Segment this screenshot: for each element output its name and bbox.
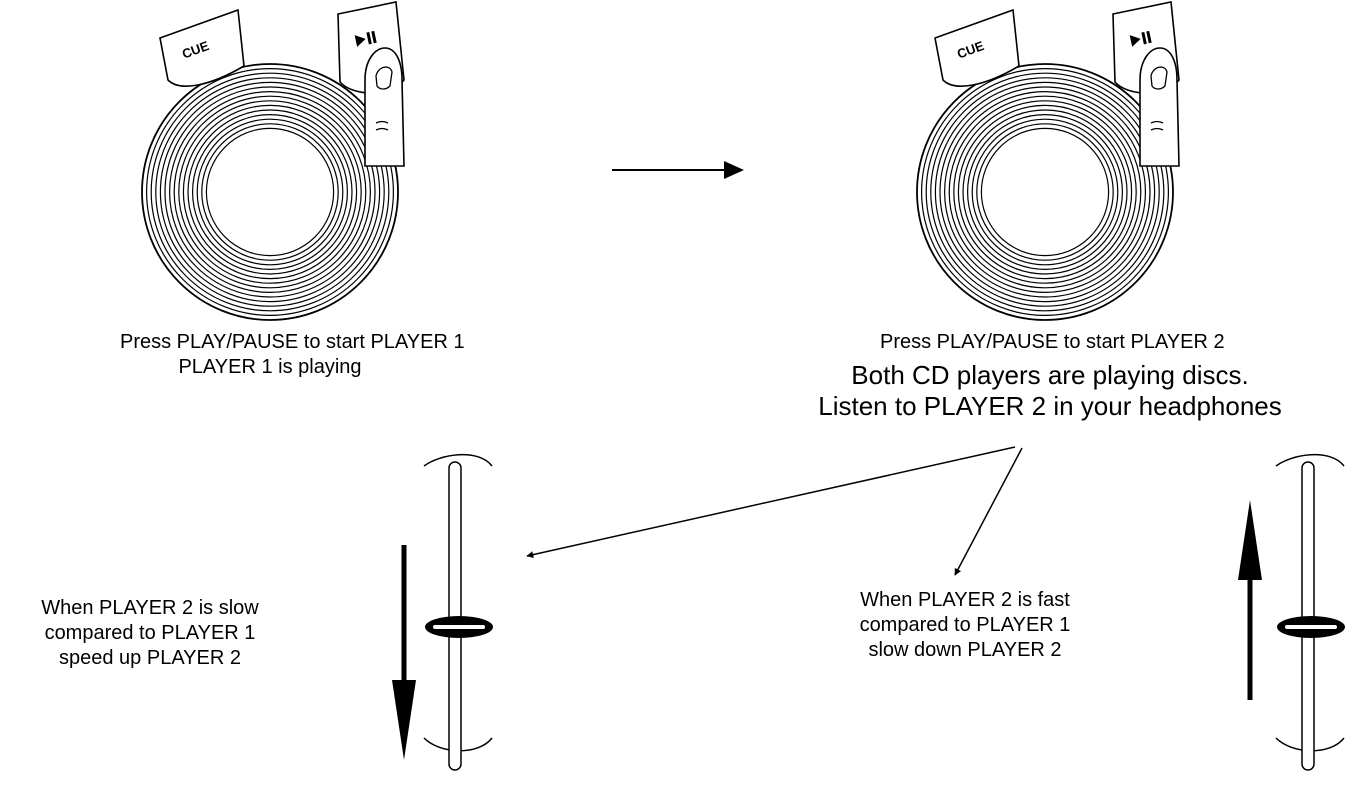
disc-groove (150, 72, 390, 312)
disc-groove (962, 109, 1128, 275)
disc-groove (192, 113, 349, 271)
arrow-down-head (392, 680, 416, 760)
disc-groove (159, 81, 381, 303)
disc-groove (934, 81, 1156, 303)
disc-groove (916, 63, 1174, 321)
pointer-arrow-to-fader-1 (526, 446, 1016, 559)
status-line1: Both CD players are playing discs. (851, 360, 1249, 390)
disc-groove (967, 113, 1124, 271)
disc-groove (939, 86, 1151, 298)
disc-groove (146, 67, 395, 317)
disc-groove (155, 77, 385, 307)
disc-groove (925, 72, 1165, 312)
cd-disc-icon (141, 63, 399, 321)
disc-groove (921, 67, 1170, 317)
disc-groove (930, 77, 1160, 307)
player2-caption-line1: Press PLAY/PAUSE to start PLAYER 2 (880, 331, 1225, 353)
slow-note-line1: When PLAYER 2 is slow (41, 597, 259, 619)
disc-groove (944, 90, 1147, 294)
player1-group: CUE (141, 1, 405, 321)
disc-groove (201, 123, 339, 261)
disc-groove (953, 100, 1137, 284)
disc-groove (164, 86, 376, 298)
slow-note-line2: compared to PLAYER 1 (44, 621, 256, 644)
arrow-right-head (724, 161, 744, 179)
arrow-up-head (1238, 500, 1262, 580)
player1-caption-line1: Press PLAY/PAUSE to start PLAYER 1 (120, 331, 465, 353)
fast-note: When PLAYER 2 is fast compared to PLAYER… (815, 588, 1115, 662)
pitch-fader-icon[interactable] (1275, 454, 1345, 771)
status-line2: Listen to PLAYER 2 in your headphones (818, 391, 1282, 422)
disc-groove (980, 127, 1110, 257)
disc-groove (971, 118, 1119, 266)
disc-groove (141, 63, 399, 321)
fast-note-line2: compared to PLAYER 1 (859, 613, 1071, 636)
disc-groove (196, 118, 344, 266)
cue-button-icon[interactable]: CUE (159, 8, 245, 87)
slow-note: When PLAYER 2 is slow compared to PLAYER… (0, 596, 300, 670)
fast-note-line3: slow down PLAYER 2 (868, 638, 1062, 661)
disc-groove (205, 127, 335, 257)
disc-groove (948, 95, 1142, 289)
slow-note-line3: speed up PLAYER 2 (59, 646, 241, 669)
disc-groove (182, 104, 358, 280)
fast-note-line1: When PLAYER 2 is fast (860, 589, 1070, 611)
disc-groove (957, 104, 1133, 280)
disc-groove (173, 95, 367, 289)
disc-groove (976, 123, 1114, 261)
pointer-arrow-to-fast-note (954, 447, 1023, 576)
player1-caption-line2: PLAYER 1 is playing (178, 355, 362, 378)
player2-caption: Press PLAY/PAUSE to start PLAYER 2 (880, 330, 1225, 355)
player1-caption: Press PLAY/PAUSE to start PLAYER 1 PLAYE… (120, 330, 465, 380)
pitch-fader-icon[interactable] (423, 454, 493, 771)
finger-icon (364, 47, 405, 167)
disc-groove (187, 109, 353, 275)
cd-disc-icon (916, 63, 1174, 321)
player2-group: CUE (916, 1, 1180, 321)
disc-groove (169, 90, 372, 294)
finger-icon (1139, 47, 1180, 167)
disc-groove (178, 100, 362, 284)
cue-button-icon[interactable]: CUE (934, 8, 1020, 87)
status-text: Both CD players are playing discs. Liste… (750, 360, 1350, 422)
